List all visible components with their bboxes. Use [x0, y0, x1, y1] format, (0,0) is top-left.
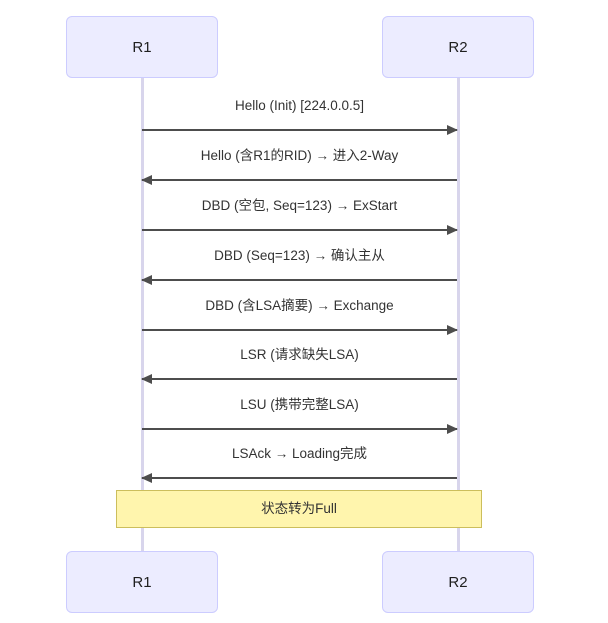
participant-label: R2 — [448, 573, 468, 591]
message-label: DBD (空包, Seq=123) → ExStart — [201, 198, 398, 213]
arrow-left-icon — [141, 175, 152, 185]
participant-label: R2 — [448, 38, 468, 56]
message-8: LSAck → Loading完成 — [141, 445, 457, 483]
arrow-right-icon — [447, 325, 458, 335]
message-line — [142, 229, 457, 231]
message-label: Hello (含R1的RID) → 进入2-Way — [200, 148, 399, 163]
message-label: LSAck → Loading完成 — [231, 446, 368, 461]
participant-label: R1 — [132, 573, 152, 591]
note-state-full: 状态转为Full — [116, 490, 482, 528]
message-line — [142, 279, 457, 281]
participant-label: R1 — [132, 38, 152, 56]
participant-r2-bottom[interactable]: R2 — [382, 551, 534, 613]
message-3: DBD (空包, Seq=123) → ExStart — [142, 197, 458, 235]
message-line — [142, 329, 457, 331]
message-7: LSU (携带完整LSA) — [142, 396, 458, 434]
message-label: LSU (携带完整LSA) — [240, 397, 359, 412]
message-5: DBD (含LSA摘要) → Exchange — [142, 297, 458, 335]
message-4: DBD (Seq=123) → 确认主从 — [141, 247, 457, 285]
message-line — [142, 378, 457, 380]
arrow-right-icon — [447, 225, 458, 235]
arrow-left-icon — [141, 473, 152, 483]
message-line — [142, 428, 457, 430]
lifeline-r2 — [457, 78, 460, 551]
arrow-right-icon — [447, 125, 458, 135]
participant-r2-top[interactable]: R2 — [382, 16, 534, 78]
arrow-left-icon — [141, 275, 152, 285]
message-label: LSR (请求缺失LSA) — [240, 347, 359, 362]
message-line — [142, 477, 457, 479]
message-label: DBD (Seq=123) → 确认主从 — [214, 248, 385, 263]
arrow-left-icon — [141, 374, 152, 384]
participant-r1-top[interactable]: R1 — [66, 16, 218, 78]
participant-r1-bottom[interactable]: R1 — [66, 551, 218, 613]
message-2: Hello (含R1的RID) → 进入2-Way — [141, 147, 457, 185]
message-1: Hello (Init) [224.0.0.5] — [142, 97, 458, 135]
message-line — [142, 179, 457, 181]
message-line — [142, 129, 457, 131]
message-label: Hello (Init) [224.0.0.5] — [234, 98, 365, 113]
message-6: LSR (请求缺失LSA) — [141, 346, 457, 384]
note-label: 状态转为Full — [261, 501, 337, 517]
arrow-right-icon — [447, 424, 458, 434]
message-label: DBD (含LSA摘要) → Exchange — [205, 298, 394, 313]
lifeline-r1 — [141, 78, 144, 551]
